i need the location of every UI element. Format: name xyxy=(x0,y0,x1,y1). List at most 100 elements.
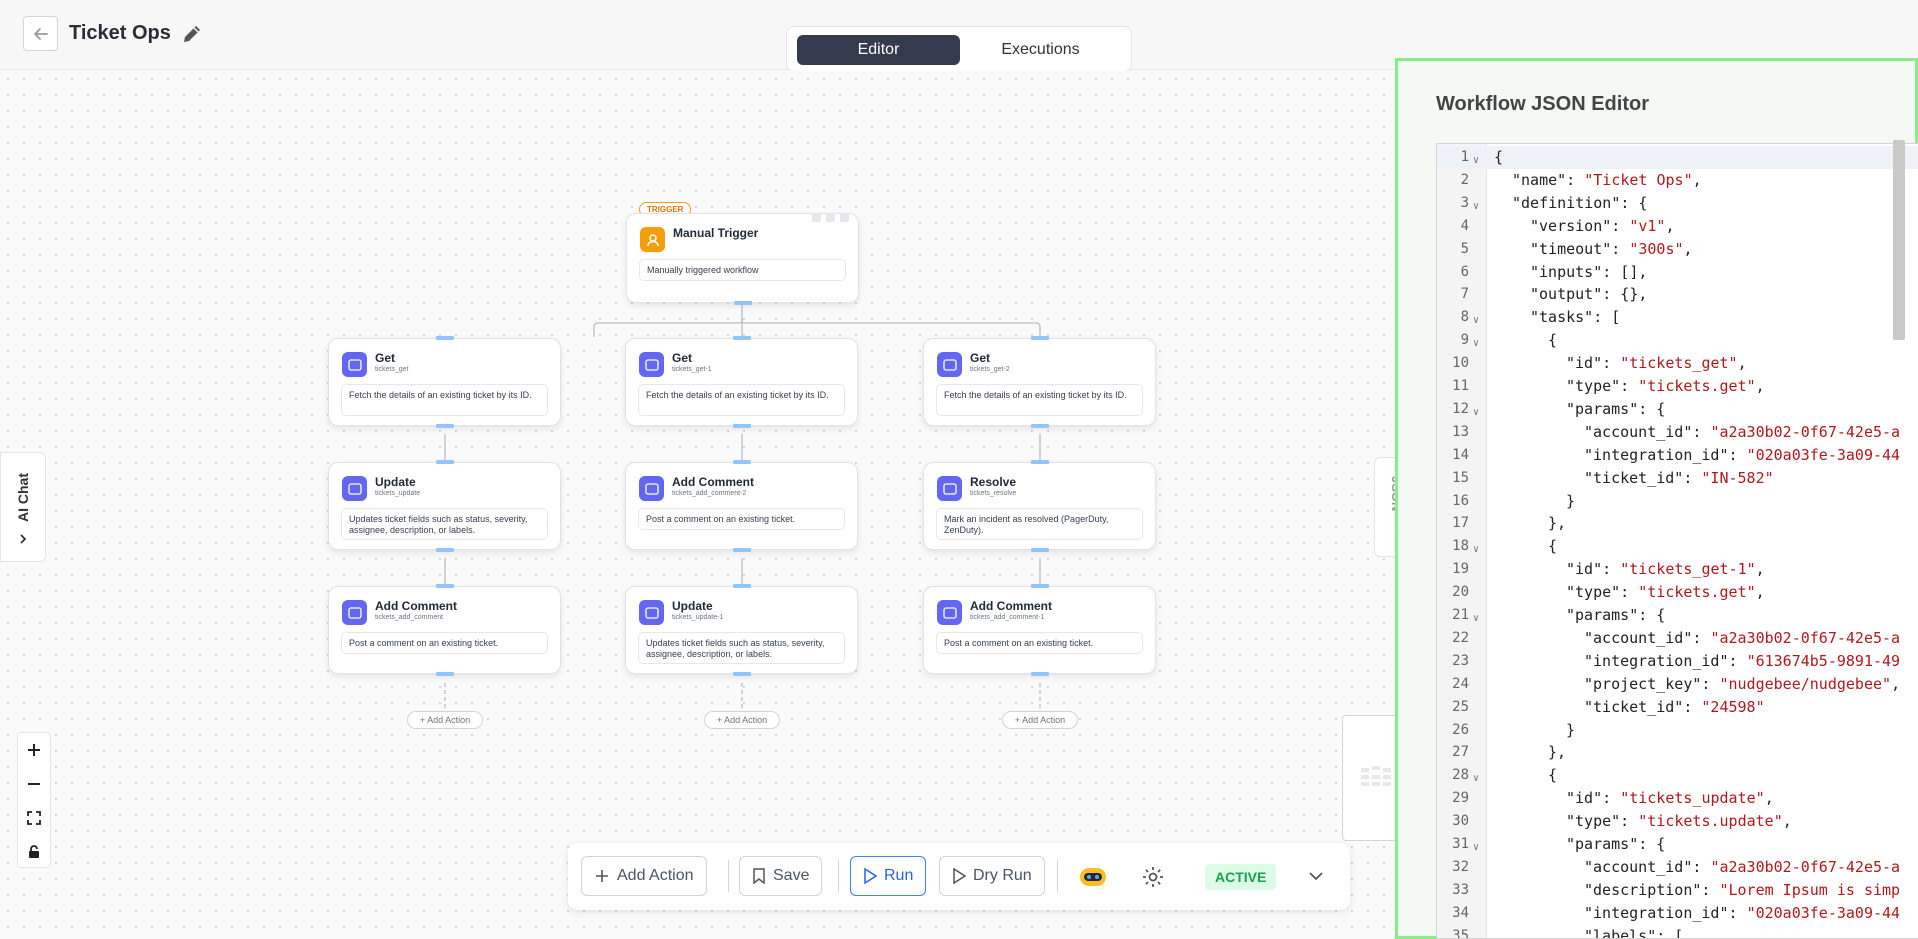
trash-icon[interactable] xyxy=(812,213,821,222)
code-line[interactable]: 23"integration_id": "613674b5-9891-49 xyxy=(1437,650,1918,673)
code-line[interactable]: 31∨"params": { xyxy=(1437,833,1918,856)
tab-executions[interactable]: Executions xyxy=(1001,41,1080,58)
input-port[interactable] xyxy=(733,584,751,588)
code-line[interactable]: 30"type": "tickets.update", xyxy=(1437,810,1918,833)
fold-chevron-icon[interactable]: ∨ xyxy=(1473,200,1480,212)
add-action-button[interactable]: Add Action xyxy=(581,856,707,896)
input-port[interactable] xyxy=(1031,584,1049,588)
node-tickets-update[interactable]: Update tickets_update Updates ticket fie… xyxy=(328,460,561,552)
input-port[interactable] xyxy=(733,460,751,464)
code-line[interactable]: 28∨{ xyxy=(1437,764,1918,787)
output-port[interactable] xyxy=(1031,424,1049,428)
add-action-pill[interactable]: + Add Action xyxy=(1002,711,1078,729)
code-line[interactable]: 4"version": "v1", xyxy=(1437,215,1918,238)
code-line[interactable]: 1∨{ xyxy=(1437,146,1918,169)
node-tickets-resolve[interactable]: Resolve tickets_resolve Mark an incident… xyxy=(923,460,1156,552)
code-line[interactable]: 13"account_id": "a2a30b02-0f67-42e5-a xyxy=(1437,421,1918,444)
node-tickets-add-comment[interactable]: Add Comment tickets_add_comment Post a c… xyxy=(328,584,561,676)
fold-chevron-icon[interactable]: ∨ xyxy=(1473,155,1480,166)
output-port[interactable] xyxy=(436,424,454,428)
code-line[interactable]: 9∨{ xyxy=(1437,329,1918,352)
zoom-in-button[interactable] xyxy=(18,733,50,767)
minimap[interactable] xyxy=(1342,715,1405,841)
node-tickets-get[interactable]: Get tickets_get Fetch the details of an … xyxy=(328,336,561,428)
code-line[interactable]: 11"type": "tickets.get", xyxy=(1437,375,1918,398)
output-port[interactable] xyxy=(1031,672,1049,676)
add-action-pill[interactable]: + Add Action xyxy=(407,711,483,729)
code-line[interactable]: 20"type": "tickets.get", xyxy=(1437,581,1918,604)
output-port[interactable] xyxy=(733,672,751,676)
code-line[interactable]: 29"id": "tickets_update", xyxy=(1437,787,1918,810)
robot-icon[interactable] xyxy=(1078,864,1108,890)
input-port[interactable] xyxy=(436,460,454,464)
code-line[interactable]: 24"project_key": "nudgebee/nudgebee", xyxy=(1437,673,1918,696)
input-port[interactable] xyxy=(436,336,454,340)
editor-scrollbar[interactable] xyxy=(1893,140,1905,340)
output-port[interactable] xyxy=(733,548,751,552)
dry-run-button[interactable]: Dry Run xyxy=(939,856,1045,896)
code-line[interactable]: 10"id": "tickets_get", xyxy=(1437,352,1918,375)
fold-chevron-icon[interactable]: ∨ xyxy=(1473,406,1480,418)
fold-chevron-icon[interactable]: ∨ xyxy=(1473,842,1480,853)
save-button[interactable]: Save xyxy=(739,856,823,896)
input-port[interactable] xyxy=(436,584,454,588)
code-line[interactable]: 3∨"definition": { xyxy=(1437,192,1918,215)
node-tickets-update-1[interactable]: Update tickets_update-1 Updates ticket f… xyxy=(625,584,858,676)
output-port[interactable] xyxy=(436,548,454,552)
chevron-down-icon[interactable] xyxy=(1308,870,1324,882)
code-line[interactable]: 26} xyxy=(1437,719,1918,742)
fold-chevron-icon[interactable]: ∨ xyxy=(1473,338,1480,350)
line-number: 15 xyxy=(1452,469,1469,486)
code-editor[interactable]: 1∨{2"name": "Ticket Ops",3∨"definition":… xyxy=(1436,143,1918,939)
fold-chevron-icon[interactable]: ∨ xyxy=(1473,613,1480,624)
node-tickets-add-comment-1[interactable]: Add Comment tickets_add_comment-1 Post a… xyxy=(923,584,1156,676)
fold-chevron-icon[interactable]: ∨ xyxy=(1473,544,1480,556)
input-port[interactable] xyxy=(1031,336,1049,340)
code-line[interactable]: 16} xyxy=(1437,490,1918,513)
input-port[interactable] xyxy=(1031,460,1049,464)
pencil-icon[interactable] xyxy=(180,22,204,46)
code-line[interactable]: 33"description": "Lorem Ipsum is simp xyxy=(1437,879,1918,902)
code-line[interactable]: 17}, xyxy=(1437,512,1918,535)
code-line[interactable]: 15"ticket_id": "IN-582" xyxy=(1437,467,1918,490)
code-line[interactable]: 21∨"params": { xyxy=(1437,604,1918,627)
code-line[interactable]: 14"integration_id": "020a03fe-3a09-44 xyxy=(1437,444,1918,467)
code-line[interactable]: 18∨{ xyxy=(1437,535,1918,558)
ai-chat-tab[interactable]: AI Chat xyxy=(0,452,46,562)
output-port[interactable] xyxy=(436,672,454,676)
node-tickets-get-2[interactable]: Get tickets_get-2 Fetch the details of a… xyxy=(923,336,1156,428)
fold-chevron-icon[interactable]: ∨ xyxy=(1473,315,1480,327)
code-line[interactable]: 27}, xyxy=(1437,741,1918,764)
code-line[interactable]: 25"ticket_id": "24598" xyxy=(1437,696,1918,719)
copy-icon[interactable] xyxy=(826,213,835,222)
fit-view-button[interactable] xyxy=(18,801,50,835)
add-action-pill[interactable]: + Add Action xyxy=(704,711,780,729)
zoom-out-button[interactable] xyxy=(18,767,50,801)
lock-button[interactable] xyxy=(18,835,50,869)
code-line[interactable]: 6"inputs": [], xyxy=(1437,261,1918,284)
code-line[interactable]: 22"account_id": "a2a30b02-0f67-42e5-a xyxy=(1437,627,1918,650)
code-line[interactable]: 2"name": "Ticket Ops", xyxy=(1437,169,1918,192)
code-line[interactable]: 32"account_id": "a2a30b02-0f67-42e5-a xyxy=(1437,856,1918,879)
output-port[interactable] xyxy=(733,424,751,428)
output-port[interactable] xyxy=(734,301,752,305)
node-tickets-add-comment-2[interactable]: Add Comment tickets_add_comment-2 Post a… xyxy=(625,460,858,552)
play-icon[interactable] xyxy=(840,213,849,222)
node-manual-trigger[interactable]: Manual Trigger Manually triggered workfl… xyxy=(626,213,859,305)
run-button[interactable]: Run xyxy=(850,856,927,896)
code-line[interactable]: 12∨"params": { xyxy=(1437,398,1918,421)
node-tickets-get-1[interactable]: Get tickets_get-1 Fetch the details of a… xyxy=(625,336,858,428)
code-line[interactable]: 35"labels": [ xyxy=(1437,925,1918,938)
gear-icon[interactable] xyxy=(1141,865,1165,889)
code-line[interactable]: 8∨"tasks": [ xyxy=(1437,306,1918,329)
code-line[interactable]: 7"output": {}, xyxy=(1437,283,1918,306)
tab-editor[interactable]: Editor xyxy=(797,35,960,65)
fold-chevron-icon[interactable]: ∨ xyxy=(1473,773,1480,785)
code-line[interactable]: 5"timeout": "300s", xyxy=(1437,238,1918,261)
code-line[interactable]: 19"id": "tickets_get-1", xyxy=(1437,558,1918,581)
input-port[interactable] xyxy=(733,336,751,340)
back-button[interactable] xyxy=(23,16,58,51)
code-token: "type": xyxy=(1566,583,1639,602)
output-port[interactable] xyxy=(1031,548,1049,552)
code-line[interactable]: 34"integration_id": "020a03fe-3a09-44 xyxy=(1437,902,1918,925)
